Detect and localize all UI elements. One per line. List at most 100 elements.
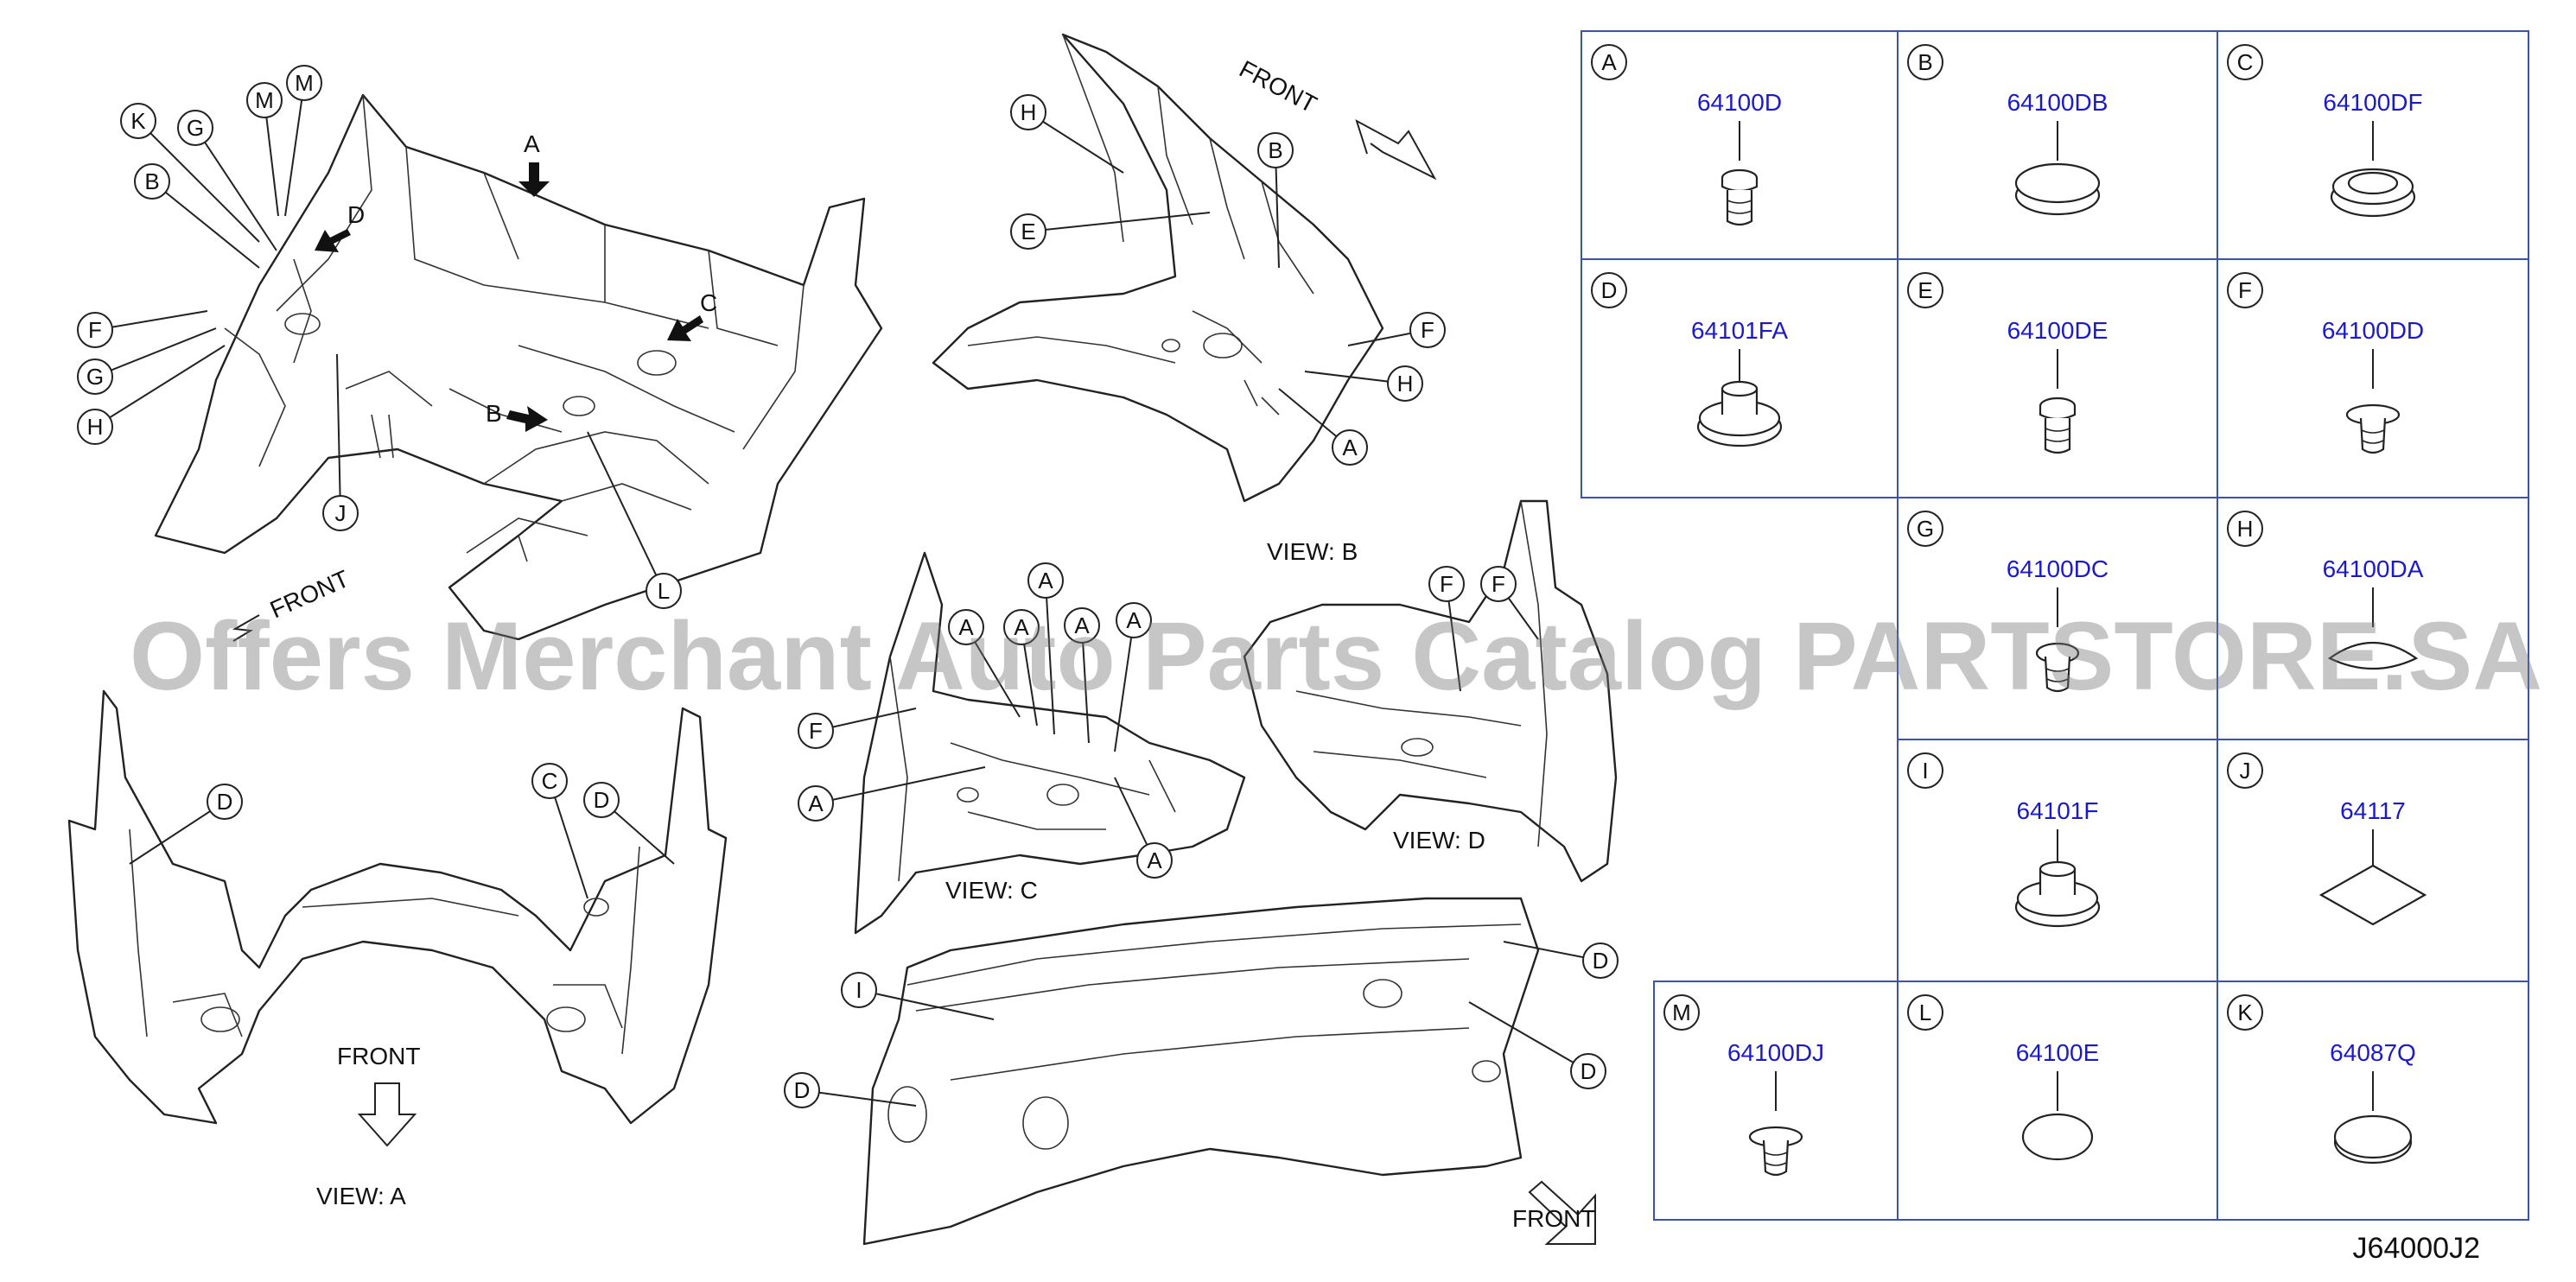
callout-view-c-a2: A	[1027, 562, 1064, 735]
svg-text:D: D	[794, 1077, 811, 1103]
legend-part-icon	[2014, 162, 2101, 216]
legend-part-number: 64100DD	[2322, 317, 2424, 344]
svg-text:I: I	[855, 977, 862, 1003]
legend-letter-circle	[1591, 272, 1627, 308]
svg-text:D: D	[1593, 948, 1609, 974]
legend-cell-d: D 64101FA	[1591, 272, 1788, 447]
callout-view-a-d1: D	[129, 784, 243, 865]
callout-view-b-f: F	[1347, 312, 1446, 348]
legend-letter: A	[1601, 49, 1617, 75]
svg-text:D: D	[217, 789, 233, 815]
callout-main-m1: M	[246, 82, 283, 217]
callout-dash-d2: D	[1468, 1001, 1606, 1089]
callout-main-f: F	[77, 310, 208, 348]
callout-view-b-e: E	[1010, 212, 1211, 250]
svg-text:D: D	[1581, 1058, 1597, 1084]
callout-view-c-a4: A	[1114, 602, 1152, 752]
legend-letter-circle	[2227, 511, 2263, 547]
dash-panel-drawing: FRONT	[862, 897, 1596, 1246]
svg-text:A: A	[1014, 614, 1029, 640]
view-c-drawing: VIEW: C	[854, 551, 1246, 935]
legend-letter-circle	[1907, 994, 1943, 1031]
svg-text:C: C	[542, 768, 558, 794]
svg-text:G: G	[187, 115, 204, 141]
front-indicator-dash: FRONT	[1512, 1180, 1596, 1245]
legend-part-number: 64100E	[2016, 1039, 2100, 1066]
callout-view-d-f1: F	[1428, 566, 1465, 692]
legend-cell-a: A 64100D	[1591, 44, 1782, 226]
callout-view-c-f: F	[798, 708, 917, 749]
arrow-c-label: C	[700, 289, 717, 316]
callout-dash-d1: D	[1503, 941, 1619, 979]
svg-text:A: A	[1038, 568, 1053, 593]
svg-text:FRONT: FRONT	[1512, 1205, 1595, 1232]
view-a-caption: VIEW: A	[316, 1183, 406, 1209]
callout-view-b-b: B	[1257, 132, 1294, 269]
legend-part-number: 64100DJ	[1727, 1039, 1824, 1066]
legend-letter-circle	[2227, 994, 2263, 1031]
legend-part-icon	[2345, 403, 2401, 454]
watermark-text: Offers Merchant Auto Parts Catalog PARTS…	[130, 602, 2542, 710]
callout-view-a-c: C	[531, 763, 588, 899]
svg-text:B: B	[1268, 137, 1282, 163]
parts-legend-table	[1581, 30, 2529, 1221]
legend-letter-circle	[1663, 994, 1700, 1031]
legend-part-icon	[2327, 642, 2419, 670]
callout-view-c-a5: A	[1003, 609, 1040, 727]
legend-letter: D	[1601, 277, 1618, 303]
main-assembly-drawing	[154, 93, 883, 641]
diagram-code: J64000J2	[2353, 1232, 2480, 1265]
legend-letter: I	[1922, 758, 1928, 784]
legend-part-number: 64100D	[1697, 89, 1782, 116]
legend-part-icon	[1721, 168, 1759, 226]
legend-part-icon	[2330, 168, 2416, 218]
svg-text:F: F	[1421, 317, 1434, 343]
svg-text:H: H	[87, 414, 104, 440]
front-indicator-view-a: FRONT	[337, 1043, 420, 1147]
legend-part-number: 64101F	[2017, 797, 2099, 824]
svg-text:A: A	[1147, 847, 1162, 873]
svg-text:A: A	[958, 614, 974, 640]
legend-letter: F	[2238, 277, 2252, 303]
svg-text:A: A	[1074, 612, 1090, 638]
callout-main-m2: M	[284, 65, 322, 217]
callout-view-c-a6: A	[798, 766, 986, 822]
callout-main-j: J	[322, 353, 359, 531]
legend-part-number: 64087Q	[2330, 1039, 2416, 1066]
svg-text:H: H	[1397, 371, 1414, 397]
svg-text:A: A	[1126, 607, 1142, 633]
callout-dash-d3: D	[784, 1072, 917, 1108]
svg-text:F: F	[88, 317, 102, 343]
legend-part-icon	[1696, 380, 1783, 447]
callout-view-a-d2: D	[583, 782, 675, 865]
svg-text:H: H	[1021, 99, 1037, 125]
legend-letter: H	[2237, 516, 2254, 542]
view-b-drawing: FRONT VIEW: B	[932, 33, 1437, 565]
legend-letter: C	[2237, 49, 2254, 75]
legend-part-number: 64101FA	[1691, 317, 1788, 344]
legend-part-icon	[2318, 864, 2427, 926]
view-a-drawing: FRONT VIEW: A	[67, 689, 728, 1209]
legend-letter: K	[2237, 1000, 2253, 1025]
callout-main-l: L	[587, 431, 682, 609]
legend-letter: B	[1918, 49, 1932, 75]
svg-text:E: E	[1021, 219, 1035, 244]
arrow-d-label: D	[347, 201, 365, 228]
legend-part-icon	[2039, 397, 2077, 454]
legend-cell-i: I 64101F	[1907, 752, 2101, 928]
svg-text:D: D	[594, 787, 610, 813]
legend-letter-circle	[1591, 44, 1627, 80]
view-d-drawing: VIEW: D	[1243, 499, 1618, 883]
direction-arrows: A D C B FRONT	[232, 130, 717, 642]
callout-view-d-f2: F	[1480, 566, 1539, 640]
view-b-caption: VIEW: B	[1267, 538, 1358, 565]
legend-part-icon	[2333, 1114, 2413, 1165]
svg-text:A: A	[1342, 435, 1358, 460]
